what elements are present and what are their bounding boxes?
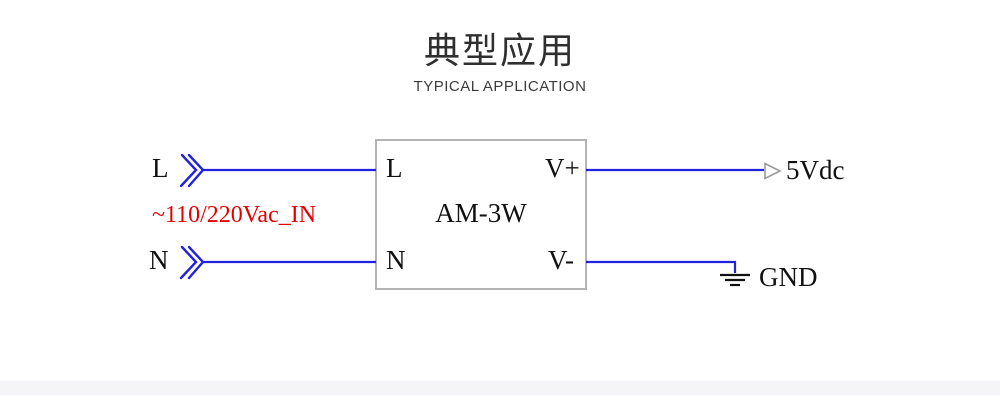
page-subtitle: TYPICAL APPLICATION	[413, 78, 587, 95]
module-pin-vplus: V+	[545, 153, 580, 183]
module-pin-vminus: V-	[548, 245, 575, 275]
output-voltage-label: 5Vdc	[786, 155, 845, 185]
ground-icon	[720, 273, 750, 287]
line-input-label: L	[152, 153, 169, 183]
footer-divider-bar	[0, 381, 1000, 395]
line-input-arrow-icon	[179, 153, 205, 188]
ac-input-voltage-label: ~110/220Vac_IN	[152, 202, 317, 228]
module-pin-n: N	[386, 245, 406, 275]
neutral-input-label: N	[149, 245, 169, 275]
wires	[203, 168, 764, 273]
module-pin-l: L	[386, 153, 403, 183]
wire-vminus-output	[586, 260, 737, 273]
module-box	[375, 139, 587, 290]
neutral-input-arrow-icon	[179, 245, 205, 280]
output-arrow-icon	[764, 162, 782, 180]
ground-label: GND	[759, 262, 818, 292]
module-name: AM-3W	[435, 198, 527, 228]
page-title: 典型应用	[423, 30, 576, 71]
